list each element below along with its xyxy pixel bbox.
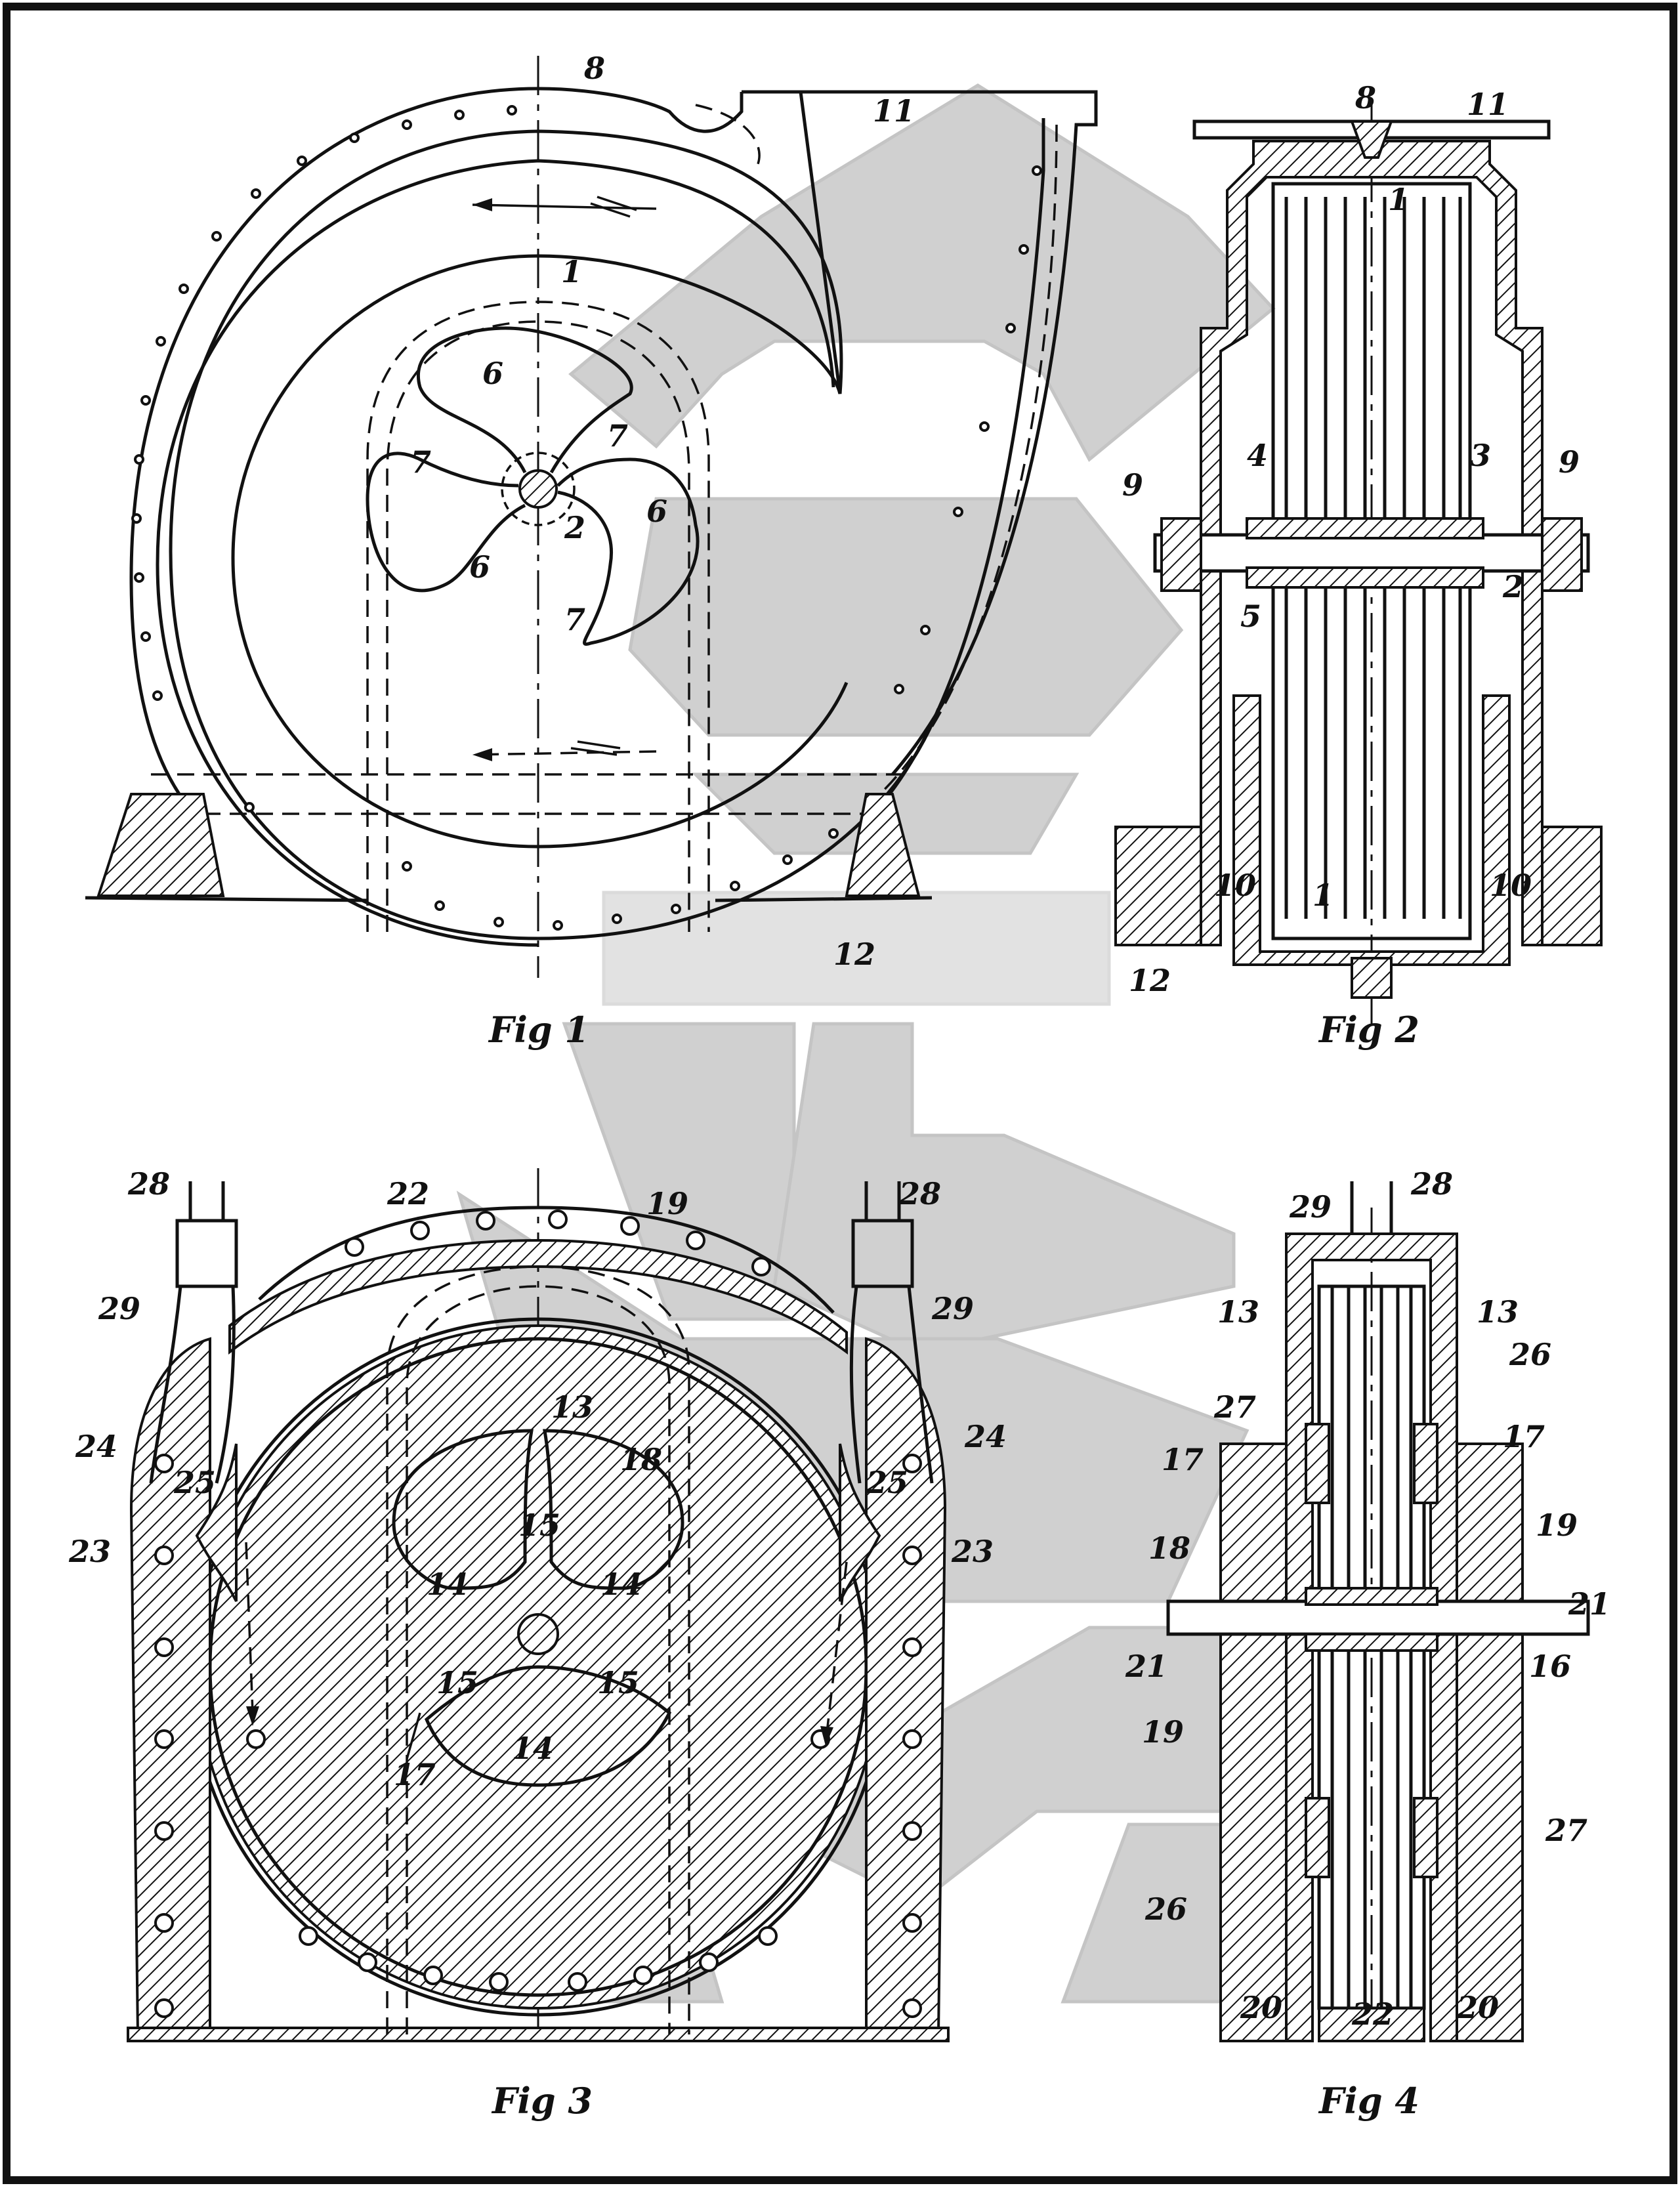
fig4-label: 19: [1142, 1714, 1184, 1750]
fig4-label: 17: [1503, 1419, 1545, 1454]
fig3-label: 18: [620, 1442, 662, 1477]
fig3-label: 23: [951, 1534, 994, 1569]
fig2-drawing: [1114, 98, 1603, 1024]
fig4-label: 26: [1509, 1337, 1551, 1372]
fig2-label: 12: [1129, 963, 1171, 998]
fig1-label: 12: [833, 937, 875, 972]
fig4-label: 28: [1410, 1166, 1453, 1202]
fig1-label: 6: [469, 549, 490, 585]
fig4-label: 13: [1217, 1294, 1259, 1330]
fig4-label: 26: [1144, 1891, 1187, 1927]
fig3-label: 28: [127, 1166, 170, 1202]
fig2-label: 1: [1312, 877, 1334, 913]
fig1-caption: Fig 1: [488, 1009, 589, 1051]
fig3-label: 24: [964, 1419, 1007, 1454]
fig2-caption: Fig 2: [1318, 1009, 1419, 1051]
fig1-label: 6: [646, 494, 667, 529]
fig4-label: 16: [1529, 1649, 1571, 1684]
fig1-label: 8: [583, 51, 605, 86]
fig3-label: 14: [512, 1731, 554, 1766]
fig2-label: 9: [1559, 444, 1580, 480]
fig2-label: 10: [1214, 868, 1256, 903]
fig3-label: 29: [931, 1291, 974, 1326]
fig2-label: 3: [1470, 438, 1491, 473]
fig3-label: 17: [394, 1757, 436, 1792]
fig4-drawing: [1166, 1181, 1590, 2042]
fig4-label: 13: [1477, 1294, 1519, 1330]
fig3-label: 25: [866, 1465, 908, 1500]
fig2-label: 9: [1122, 467, 1143, 503]
fig2-label: 4: [1247, 438, 1268, 473]
fig2-label: 5: [1240, 599, 1261, 634]
fig4-caption: Fig 4: [1318, 2080, 1419, 2122]
fig2-label: 2: [1502, 569, 1524, 604]
fig3-label: 24: [75, 1429, 117, 1464]
fig1-label: 2: [564, 510, 585, 545]
fig3-label: 19: [646, 1186, 688, 1221]
fig4-label: 21: [1125, 1649, 1167, 1684]
fig1-label: 11: [873, 93, 915, 129]
fig3-label: 14: [427, 1567, 469, 1602]
fig3-label: 23: [68, 1534, 111, 1569]
fig2-label: 10: [1490, 868, 1532, 903]
fig4-label: 29: [1289, 1189, 1332, 1225]
fig2-label: 1: [1388, 182, 1409, 217]
fig1-label: 6: [482, 356, 503, 391]
fig1-label: 7: [410, 444, 431, 480]
labels-layer: 8 11 1 6 7 7 6 2 6 7 12 8 11 1 4 3 9 9 5…: [68, 51, 1610, 2032]
fig3-label: 13: [551, 1389, 593, 1425]
fig3-label: 29: [98, 1291, 140, 1326]
fig3-label: 15: [518, 1507, 560, 1543]
fig3-label: 25: [173, 1465, 216, 1500]
fig4-label: 19: [1536, 1507, 1578, 1543]
fig4-label: 18: [1148, 1530, 1190, 1566]
fig1-label: 7: [607, 418, 628, 453]
fig4-label: 20: [1456, 1990, 1499, 2025]
fig1-label: 1: [561, 254, 582, 289]
fig3-drawing: [127, 1168, 950, 2042]
fig4-label: 17: [1162, 1442, 1204, 1477]
fig2-label: 8: [1354, 80, 1376, 116]
fig3-caption: Fig 3: [491, 2080, 593, 2122]
fig3-label: 22: [387, 1176, 429, 1211]
fig2-label: 11: [1467, 87, 1509, 122]
fig4-label: 27: [1213, 1389, 1256, 1425]
fig3-label: 28: [898, 1176, 941, 1211]
captions-layer: Fig 1 Fig 2 Fig 3 Fig 4: [488, 1009, 1419, 2122]
fig4-label: 27: [1545, 1813, 1587, 1848]
fig3-label: 14: [600, 1567, 642, 1602]
fig4-label: 22: [1351, 1996, 1394, 2032]
fig3-label: 15: [597, 1665, 639, 1700]
fig1-label: 7: [564, 602, 585, 637]
fig4-label: 20: [1240, 1990, 1282, 2025]
fig4-label: 21: [1568, 1586, 1610, 1622]
page-border: [3, 3, 1677, 2184]
fig3-label: 15: [436, 1665, 478, 1700]
fig1-drawing: [85, 56, 1098, 978]
